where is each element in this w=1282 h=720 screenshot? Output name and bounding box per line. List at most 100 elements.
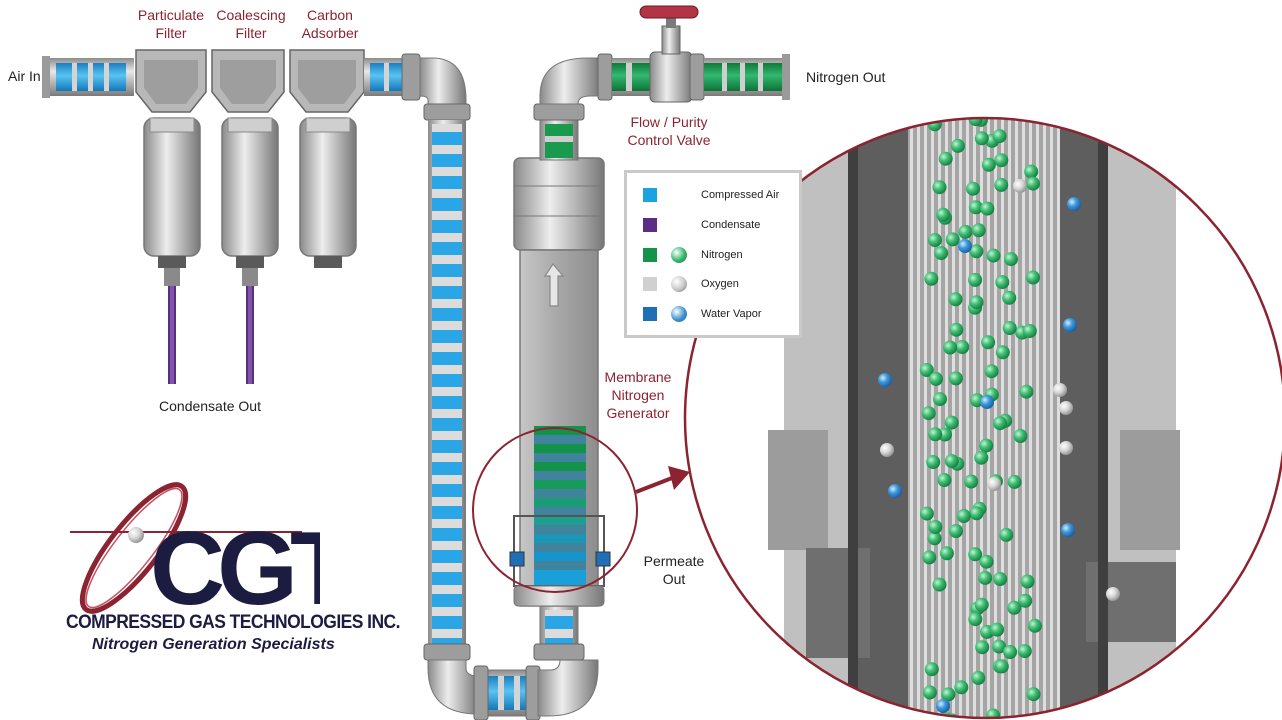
gas-molecule [944,415,959,430]
gas-molecule [1059,401,1073,415]
gas-molecule [936,699,950,713]
gas-molecule [945,232,960,247]
gas-molecule [933,392,947,407]
permeate-out-label: Permeate Out [643,553,705,587]
gas-molecule [919,363,934,377]
gas-molecule [969,506,984,521]
legend-item-compressed-air: Compressed Air [627,183,799,207]
gas-molecule [995,275,1010,290]
gas-molecule [980,201,995,216]
gas-molecule [878,373,892,387]
gas-molecule [1002,321,1017,335]
condensate-swatch [643,218,657,232]
gas-molecule [954,680,969,695]
gas-molecule [958,239,972,253]
gas-molecule [938,151,953,166]
gas-molecule [932,577,947,592]
air-descending-pipe [423,120,471,661]
gas-molecule [1059,441,1073,455]
gas-molecule [978,570,993,585]
nitrogen-out-label: Nitrogen Out [806,69,886,85]
condensate-drain-hoses [168,286,254,384]
gas-molecule [1024,164,1039,179]
gas-molecule [968,200,983,215]
gas-molecule [1007,474,1022,489]
gas-molecule [919,506,934,521]
gas-molecule [921,406,936,421]
gas-molecule [944,454,959,469]
gas-molecule [994,177,1009,192]
cgt-wordmark: CGT [150,511,320,608]
gas-molecule [929,371,943,386]
gas-molecule [924,271,939,286]
gas-molecule [1020,574,1035,589]
gas-molecule [966,181,980,196]
gas-molecule [932,180,947,195]
condensate-out-label: Condensate Out [159,398,261,414]
gas-molecule [941,687,956,702]
gas-molecule [948,292,963,307]
coalescing-filter [211,49,285,286]
legend-item-nitrogen: Nitrogen [627,243,799,267]
oxygen-molecule-icon [671,276,687,292]
gas-molecule [1026,176,1040,191]
gas-molecule [937,473,952,487]
gas-molecule [969,295,984,310]
gas-molecule [926,455,941,469]
legend-item-water-vapor: Water Vapor [627,302,799,326]
compressed-air-swatch [643,188,657,202]
gas-molecule [1026,687,1041,702]
particulate-filter [135,49,207,286]
gas-molecule [949,524,963,538]
water-vapor-swatch [643,307,657,321]
gas-molecule [1026,270,1040,285]
cgt-logo-mark [70,482,302,614]
gas-molecule [995,345,1010,360]
gas-molecule [971,670,986,685]
gas-molecule [939,546,954,561]
gas-molecule [992,129,1007,144]
particulate-filter-label: Particulate Filter [137,7,205,41]
gas-molecule [937,427,952,442]
gas-molecule [956,509,971,523]
zoomed-gas-molecules [878,118,1120,718]
gas-molecule [1106,587,1120,601]
gas-molecule [975,640,990,655]
gas-molecule [924,662,939,677]
gas-molecule [958,224,973,239]
membrane-generator-label: Membrane Nitrogen Generator [604,369,672,421]
gas-molecule [1063,318,1077,332]
gas-molecule [1018,593,1033,608]
carbon-adsorber-label: Carbon Adsorber [301,7,359,41]
flow-valve-label: Flow / Purity Control Valve [627,114,711,148]
gas-molecule [987,477,1001,491]
nitrogen-swatch [643,248,657,262]
gas-molecule [1002,290,1017,305]
gas-molecule [1013,429,1028,443]
membrane-generator [509,157,611,607]
water-vapor-molecule-icon [671,306,687,322]
membrane-fiber-bands [534,426,586,561]
gas-molecule [888,484,902,498]
bottom-return-bend [427,659,599,720]
cgt-logo-letters: CGT [150,511,320,608]
nitrogen-molecule-icon [671,247,687,263]
gas-molecule [936,207,951,222]
gas-molecule [1053,383,1067,397]
gas-molecule [955,340,970,354]
gas-molecule [964,474,979,489]
gas-molecule [1017,644,1032,659]
gas-molecule [934,246,949,261]
gas-molecule [979,554,994,569]
gas-molecule [974,450,989,465]
gas-molecule [986,248,1001,263]
gas-molecule [927,233,942,247]
inlet-air-pipe [42,56,134,98]
gas-molecule [981,335,996,350]
gas-molecule [880,443,894,457]
gas-molecule [968,547,983,562]
gas-molecule [1004,252,1018,267]
gas-molecule [1061,523,1075,537]
air-rising-pipe [533,603,585,661]
gas-molecule [943,340,958,355]
